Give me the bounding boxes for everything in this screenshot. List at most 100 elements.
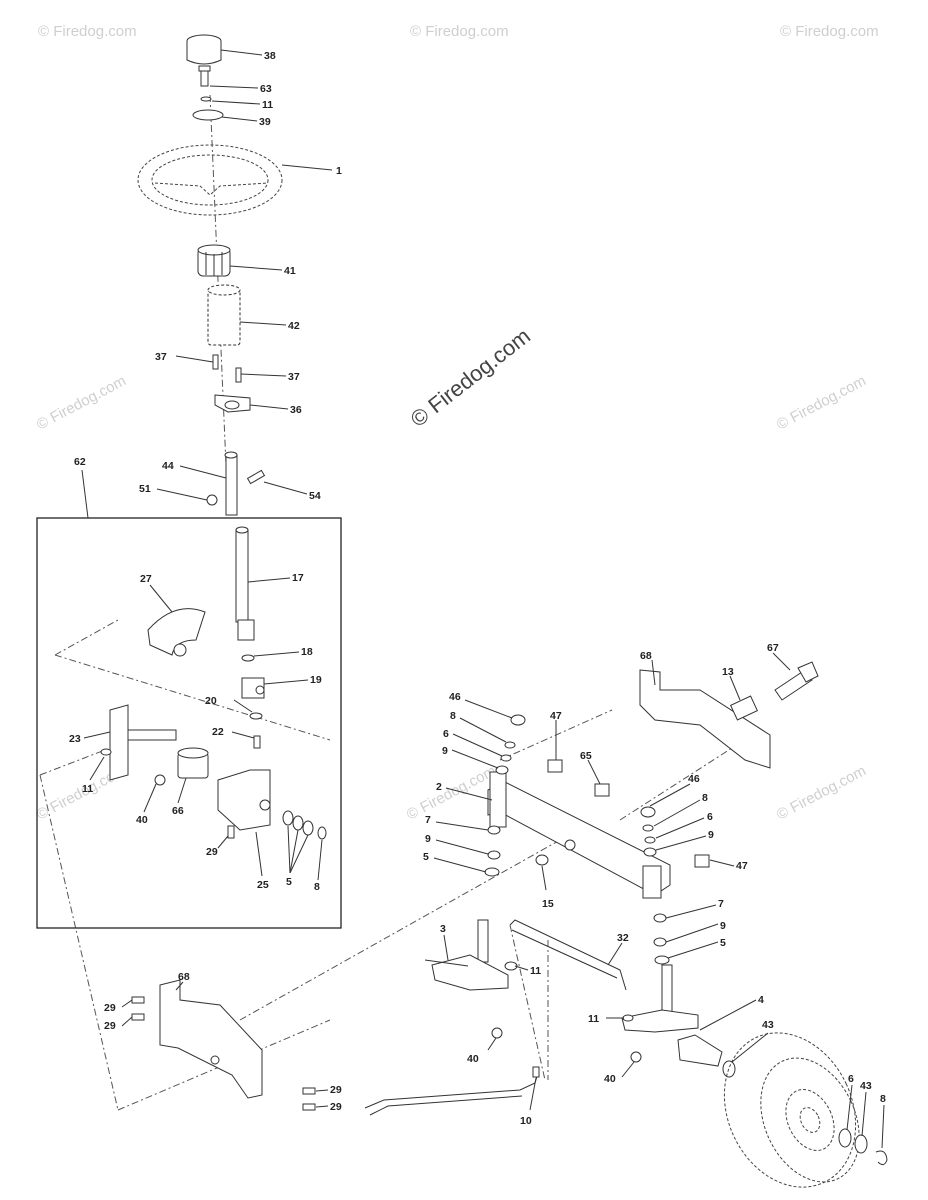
callout-29: 29 xyxy=(206,846,218,858)
callout-37: 37 xyxy=(155,351,167,363)
callout-11: 11 xyxy=(530,965,541,977)
callout-15: 15 xyxy=(542,898,554,910)
callout-8: 8 xyxy=(450,710,456,722)
front-axle xyxy=(487,771,671,899)
shaft-bolt xyxy=(246,469,266,485)
callout-44: 44 xyxy=(162,460,174,472)
right-spindle xyxy=(621,964,723,1067)
steering-shaft xyxy=(235,526,255,641)
lock-washer xyxy=(200,96,212,102)
callout-23: 23 xyxy=(69,733,81,745)
callout-29: 29 xyxy=(104,1002,116,1014)
callout-38: 38 xyxy=(264,50,276,62)
callout-3: 3 xyxy=(440,923,446,935)
callout-51: 51 xyxy=(139,483,151,495)
callout-36: 36 xyxy=(290,404,302,416)
callout-41: 41 xyxy=(284,265,296,277)
callout-68: 68 xyxy=(178,971,190,983)
callout-8: 8 xyxy=(314,881,320,893)
right-stack-washers xyxy=(640,806,670,965)
axle-mounting-bracket-left xyxy=(159,979,263,1099)
callout-9: 9 xyxy=(425,833,431,845)
callout-labels: 38 63 11 39 1 41 42 37 37 36 44 51 54 62… xyxy=(69,50,886,1127)
sector-gear xyxy=(147,608,206,657)
callout-27: 27 xyxy=(140,573,152,585)
callout-10: 10 xyxy=(520,1115,532,1127)
callout-9: 9 xyxy=(708,829,714,841)
callout-47: 47 xyxy=(550,710,562,722)
callout-13: 13 xyxy=(722,666,734,678)
steering-bushing xyxy=(207,284,241,346)
callout-37: 37 xyxy=(288,371,300,383)
callout-6: 6 xyxy=(848,1073,854,1085)
callout-42: 42 xyxy=(288,320,300,332)
spindle-nut-left xyxy=(491,1027,503,1039)
front-wheel xyxy=(723,1032,860,1188)
callout-54: 54 xyxy=(309,490,321,502)
callout-5: 5 xyxy=(423,851,429,863)
spindle-washer-left xyxy=(504,961,518,971)
cap-bolt xyxy=(198,65,211,87)
steering-adapter xyxy=(197,244,231,277)
callout-11: 11 xyxy=(82,783,93,795)
callout-46: 46 xyxy=(449,691,461,703)
bracket-bolts xyxy=(212,354,242,383)
gear-bushing xyxy=(177,747,209,779)
drag-link xyxy=(364,1066,540,1116)
steering-shaft-upper xyxy=(224,451,238,516)
callout-29: 29 xyxy=(104,1020,116,1032)
callout-8: 8 xyxy=(880,1093,886,1105)
watermark-text: © Firedog.com xyxy=(774,372,869,433)
callout-4: 4 xyxy=(758,994,764,1006)
nut-47-left xyxy=(547,759,563,773)
pivot-spacer xyxy=(729,695,759,721)
leader-lines xyxy=(81,49,885,1149)
callout-47: 47 xyxy=(736,860,748,872)
callout-32: 32 xyxy=(617,932,629,944)
callout-22: 22 xyxy=(212,726,224,738)
watermark-center: © Firedog.com xyxy=(406,323,535,432)
callout-40: 40 xyxy=(467,1053,479,1065)
axle-pivot-bolt xyxy=(774,661,819,701)
grease-fitting xyxy=(535,854,549,866)
spindle-washer-right xyxy=(622,1014,634,1022)
callout-39: 39 xyxy=(259,116,271,128)
callout-46: 46 xyxy=(688,773,700,785)
tie-rod xyxy=(509,919,627,991)
wheel-hardware xyxy=(838,1128,888,1166)
steering-cap xyxy=(186,34,222,65)
callout-29: 29 xyxy=(330,1084,342,1096)
nut-47-right xyxy=(694,854,710,868)
plate-bolt xyxy=(227,825,235,839)
callout-6: 6 xyxy=(707,811,713,823)
callout-6: 6 xyxy=(443,728,449,740)
callout-19: 19 xyxy=(310,674,322,686)
callout-2: 2 xyxy=(436,781,442,793)
watermark-text: © Firedog.com xyxy=(410,23,509,40)
left-stack-washers xyxy=(484,714,526,877)
gear-plate xyxy=(217,769,271,831)
spindle-nut-right xyxy=(630,1051,642,1063)
watermark-text: © Firedog.com xyxy=(774,762,869,823)
callout-8: 8 xyxy=(702,792,708,804)
callout-11: 11 xyxy=(262,99,273,111)
steering-column-bracket xyxy=(214,394,251,413)
callout-43: 43 xyxy=(860,1080,872,1092)
assembly-guide-lines xyxy=(39,94,761,1111)
callout-40: 40 xyxy=(604,1073,616,1085)
callout-9: 9 xyxy=(442,745,448,757)
callout-43: 43 xyxy=(762,1019,774,1031)
callout-20: 20 xyxy=(205,695,217,707)
watermark-text: © Firedog.com xyxy=(404,762,499,823)
callout-25: 25 xyxy=(257,879,269,891)
callout-5: 5 xyxy=(720,937,726,949)
steering-gear-assembly-box xyxy=(36,517,342,929)
callout-29: 29 xyxy=(330,1101,342,1113)
pinion-bolt xyxy=(253,735,261,749)
watermark-text: © Firedog.com xyxy=(780,23,879,40)
callout-62: 62 xyxy=(74,456,86,468)
axle-mounting-bracket-right xyxy=(639,669,771,769)
callout-7: 7 xyxy=(718,898,724,910)
steering-wheel xyxy=(137,144,283,216)
